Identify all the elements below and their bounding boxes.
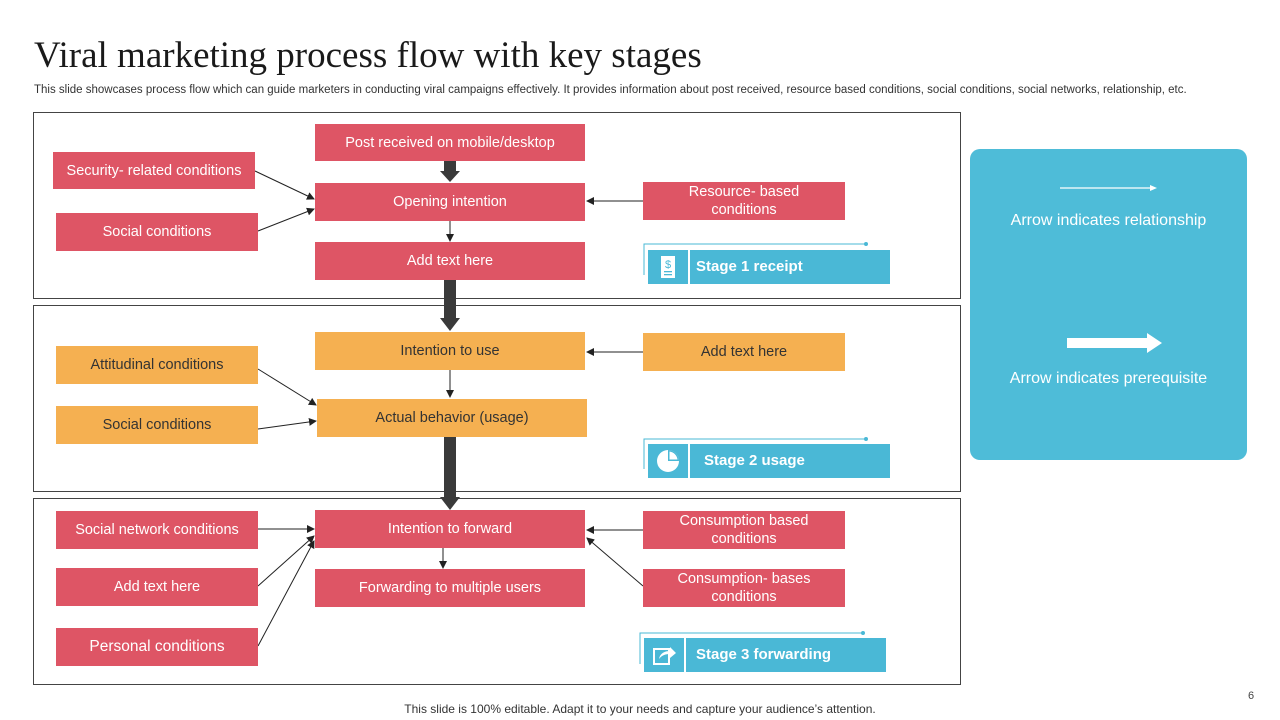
box-personal-conditions: Personal conditions [56,628,258,666]
box-consumption-based-conditions: Consumption based conditions [643,511,845,549]
box-add-text-3: Add text here [56,568,258,606]
box-resource-conditions: Resource- based conditions [643,182,845,220]
stage2-label-bar: Stage 2 usage [648,444,890,478]
stage1-frame [33,112,961,299]
stage1-label-bar: $ Stage 1 receipt [648,250,890,284]
box-intention-to-forward: Intention to forward [315,510,585,548]
legend-arrow-shapes [1060,185,1162,353]
pie-chart-icon [648,444,690,478]
box-social-conditions-1: Social conditions [56,213,258,251]
legend-prerequisite: Arrow indicates prerequisite [1009,370,1208,387]
svg-text:$: $ [665,259,671,271]
box-social-network-conditions: Social network conditions [56,511,258,549]
share-document-icon [644,638,686,672]
box-post-received: Post received on mobile/desktop [315,124,585,161]
slide-title: Viral marketing process flow with key st… [34,35,702,76]
stage3-frame [33,498,961,685]
box-intention-to-use: Intention to use [315,332,585,370]
box-security-conditions: Security- related conditions [53,152,255,189]
dollar-document-icon: $ [648,250,690,284]
box-attitudinal-conditions: Attitudinal conditions [56,346,258,384]
slide-subtitle: This slide showcases process flow which … [34,84,1187,96]
box-actual-behavior: Actual behavior (usage) [317,399,587,437]
legend-panel: Arrow indicates relationship Arrow indic… [970,149,1247,460]
stage1-label: Stage 1 receipt [696,258,803,275]
box-opening-intention: Opening intention [315,183,585,221]
stage3-label-bar: Stage 3 forwarding [644,638,886,672]
legend-relationship: Arrow indicates relationship [1010,212,1207,229]
footer-note: This slide is 100% editable. Adapt it to… [404,702,876,716]
box-social-conditions-2: Social conditions [56,406,258,444]
box-add-text-1: Add text here [315,242,585,280]
box-add-text-2: Add text here [643,333,845,371]
box-forwarding-multiple-users: Forwarding to multiple users [315,569,585,607]
box-consumption-bases-conditions: Consumption- bases conditions [643,569,845,607]
page-number: 6 [1248,690,1255,702]
stage3-label: Stage 3 forwarding [696,646,832,663]
stage2-label: Stage 2 usage [704,452,805,469]
stage2-frame [33,305,961,492]
